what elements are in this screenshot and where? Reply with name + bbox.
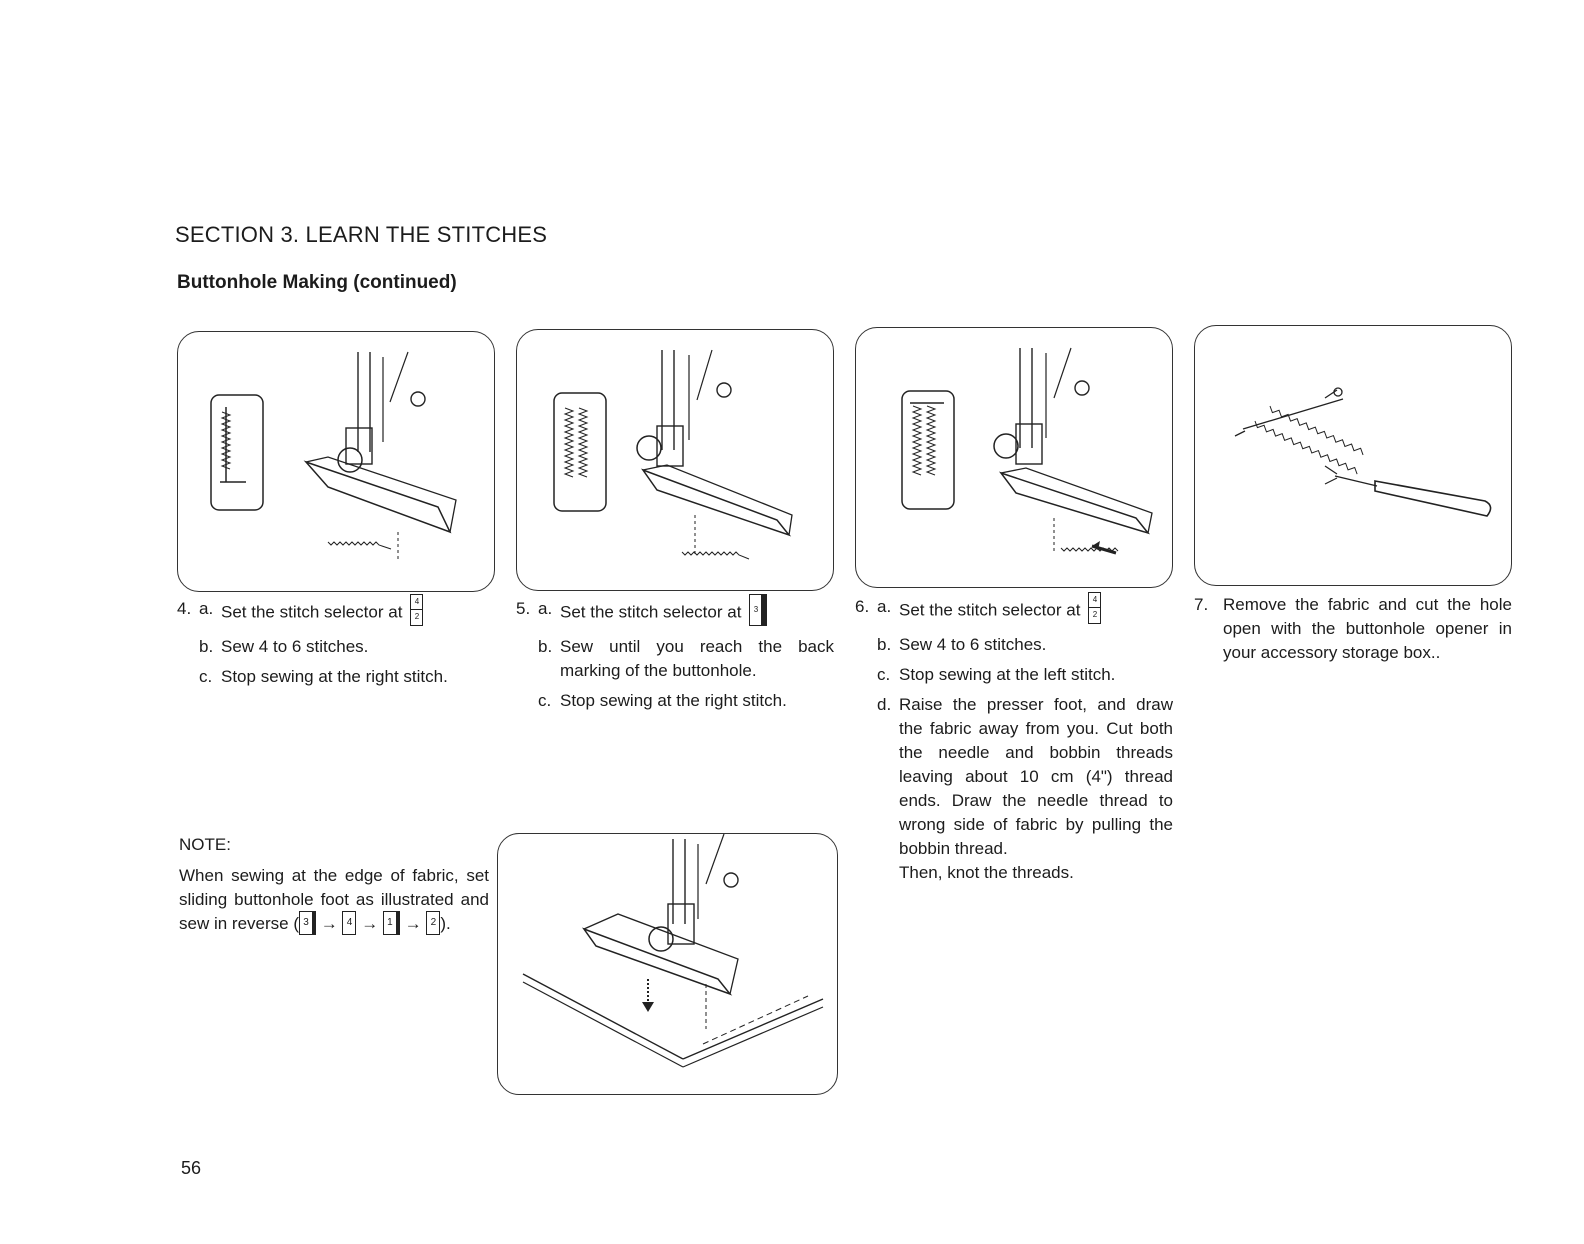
selector-4-2-icon: 2	[426, 911, 440, 935]
step-number: 7.	[1194, 593, 1223, 665]
step-7: 7. Remove the fabric and cut the hole op…	[1194, 593, 1512, 665]
step-number: 5.	[516, 597, 538, 629]
item-text: Sew 4 to 6 stitches.	[899, 633, 1173, 657]
step-7-illustration	[1194, 325, 1512, 586]
item-letter: c.	[538, 689, 560, 713]
selector-1-icon: 1	[383, 911, 400, 935]
item-text: Sew 4 to 6 stitches.	[221, 635, 477, 659]
note-text: When sewing at the edge of fabric, set s…	[179, 864, 489, 937]
sewing-foot-drawing	[178, 332, 494, 591]
buttonhole-opener-drawing	[1195, 326, 1511, 585]
selector-4-2-icon: 4	[342, 911, 356, 935]
item-letter: b.	[538, 635, 560, 683]
step-number: 4.	[177, 597, 199, 629]
selector-3-icon: 3	[299, 911, 316, 935]
item-text: Remove the fabric and cut the hole open …	[1223, 593, 1512, 665]
item-text: Set the stitch selector at	[560, 602, 741, 621]
item-text: Stop sewing at the right stitch.	[221, 665, 477, 689]
item-letter: c.	[877, 663, 899, 687]
step-4-illustration	[177, 331, 495, 592]
edge-sewing-drawing	[498, 834, 837, 1094]
step-5-illustration	[516, 329, 834, 591]
item-text: Then, knot the threads.	[899, 861, 1173, 885]
item-text: Stop sewing at the right stitch.	[560, 689, 834, 713]
note-illustration	[497, 833, 838, 1095]
note-label: NOTE:	[179, 835, 231, 855]
sewing-foot-drawing	[517, 330, 833, 590]
sewing-foot-drawing	[856, 328, 1172, 587]
item-letter: a.	[199, 597, 221, 629]
step-number: 6.	[855, 595, 877, 627]
item-letter: b.	[877, 633, 899, 657]
item-text: Sew until you reach the back marking of …	[560, 635, 834, 683]
page-subtitle: Buttonhole Making (continued)	[177, 272, 457, 294]
stitch-selector-icon: 3	[749, 594, 767, 626]
item-letter: b.	[199, 635, 221, 659]
item-letter: a.	[877, 595, 899, 627]
item-text: Set the stitch selector at	[221, 602, 402, 621]
section-title: SECTION 3. LEARN THE STITCHES	[175, 222, 547, 248]
step-5: 5. a. Set the stitch selector at 3 b. Sew…	[516, 597, 834, 713]
page-number: 56	[181, 1158, 201, 1179]
item-letter: a.	[538, 597, 560, 629]
item-text: Set the stitch selector at	[899, 600, 1080, 619]
item-letter: d.	[877, 693, 899, 861]
item-text: Stop sewing at the left stitch.	[899, 663, 1173, 687]
item-text: Raise the presser foot, and draw the fab…	[899, 693, 1173, 861]
step-6-illustration	[855, 327, 1173, 588]
item-letter: c.	[199, 665, 221, 689]
